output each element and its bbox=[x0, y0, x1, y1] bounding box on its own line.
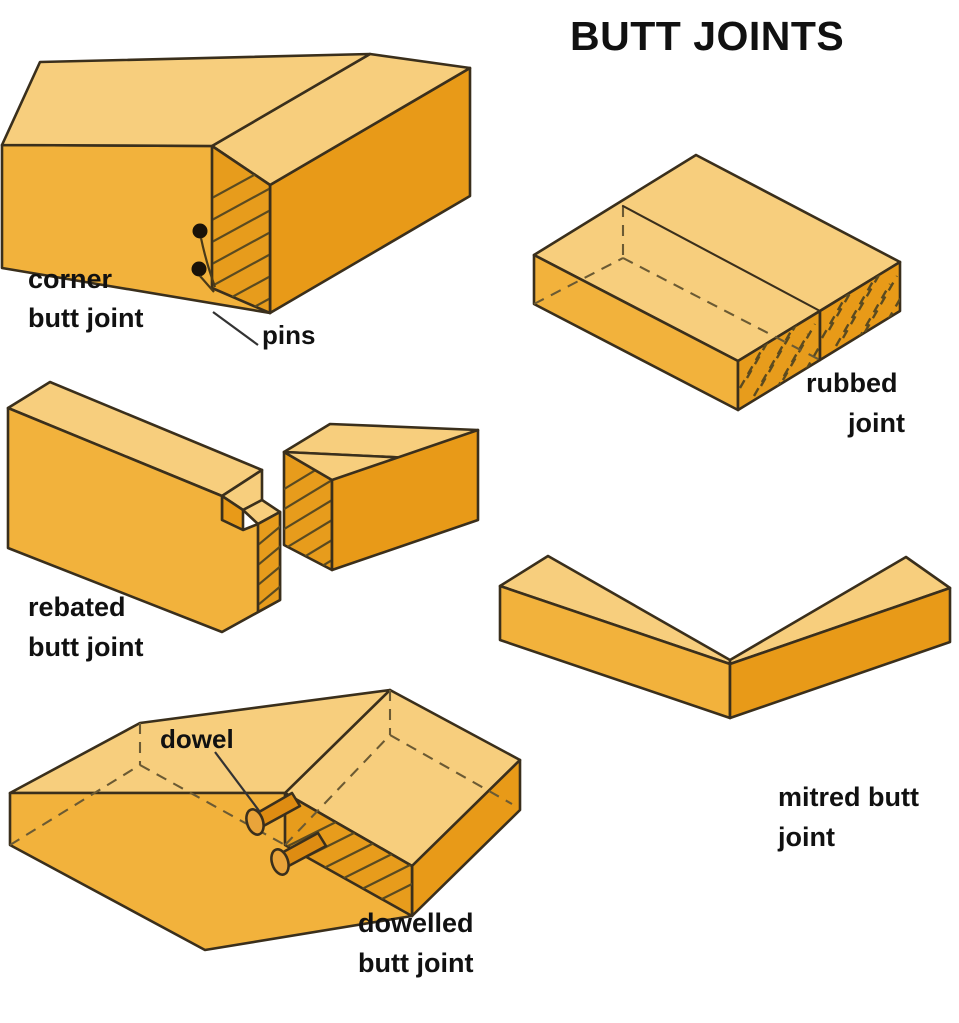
dowel-callout-leader bbox=[214, 751, 261, 813]
corner-butt-joint-label-line2: butt joint bbox=[28, 303, 143, 333]
rebated-block-end-hatching bbox=[284, 452, 332, 570]
pins-callout-label: pins bbox=[262, 320, 315, 350]
pin-leader-upper bbox=[199, 237, 217, 288]
figure-rebated-butt-joint: rebated butt joint bbox=[6, 380, 480, 662]
rubbed-joint-seam bbox=[621, 204, 822, 313]
pin-leader-lower bbox=[199, 275, 215, 293]
rebated-board-bottom-edge bbox=[220, 610, 260, 634]
page-title: BUTT JOINTS bbox=[570, 13, 844, 59]
dowelled-hidden-right-inner bbox=[389, 734, 513, 805]
mitred-butt-joint-label-line1: mitred butt bbox=[778, 782, 919, 812]
pins-callout-leader bbox=[212, 311, 259, 346]
dowel-callout-label: dowel bbox=[160, 724, 234, 754]
dowel-lower-end-cap bbox=[270, 848, 290, 876]
dowel-upper-end-cap bbox=[245, 808, 265, 836]
rebated-butt-joint-label-line1: rebated bbox=[28, 592, 126, 622]
dowel-upper bbox=[245, 791, 302, 836]
corner-joint-pins bbox=[191, 223, 217, 293]
figure-mitred-butt-joint: mitred butt joint bbox=[498, 554, 952, 852]
rubbed-joint-label-line1: rubbed bbox=[806, 368, 898, 398]
dowelled-butt-joint-label-line2: butt joint bbox=[358, 948, 473, 978]
pin-dot-upper bbox=[192, 223, 208, 239]
dowel-lower bbox=[270, 831, 328, 876]
figure-rubbed-joint: rubbed joint bbox=[532, 153, 905, 438]
rubbed-joint-label-line2: joint bbox=[847, 408, 905, 438]
figure-corner-butt-joint: pins corner butt joint bbox=[0, 52, 472, 350]
mitred-butt-joint-label-line2: joint bbox=[777, 822, 835, 852]
pin-dot-lower bbox=[191, 261, 207, 277]
rebated-butt-joint-label-line2: butt joint bbox=[28, 632, 143, 662]
corner-left-arm-top-face bbox=[0, 52, 372, 148]
rubbed-hidden-line-left bbox=[533, 257, 624, 305]
dowelled-hidden-corner bbox=[284, 734, 391, 846]
rebated-end-hatching bbox=[258, 512, 280, 612]
dowelled-butt-joint-label-line1: dowelled bbox=[358, 908, 474, 938]
corner-butt-joint-label-line1: corner bbox=[28, 264, 113, 294]
figure-dowelled-butt-joint: dowel dowelled butt joint bbox=[8, 688, 522, 978]
dowelled-hidden-left-edge bbox=[9, 764, 141, 846]
